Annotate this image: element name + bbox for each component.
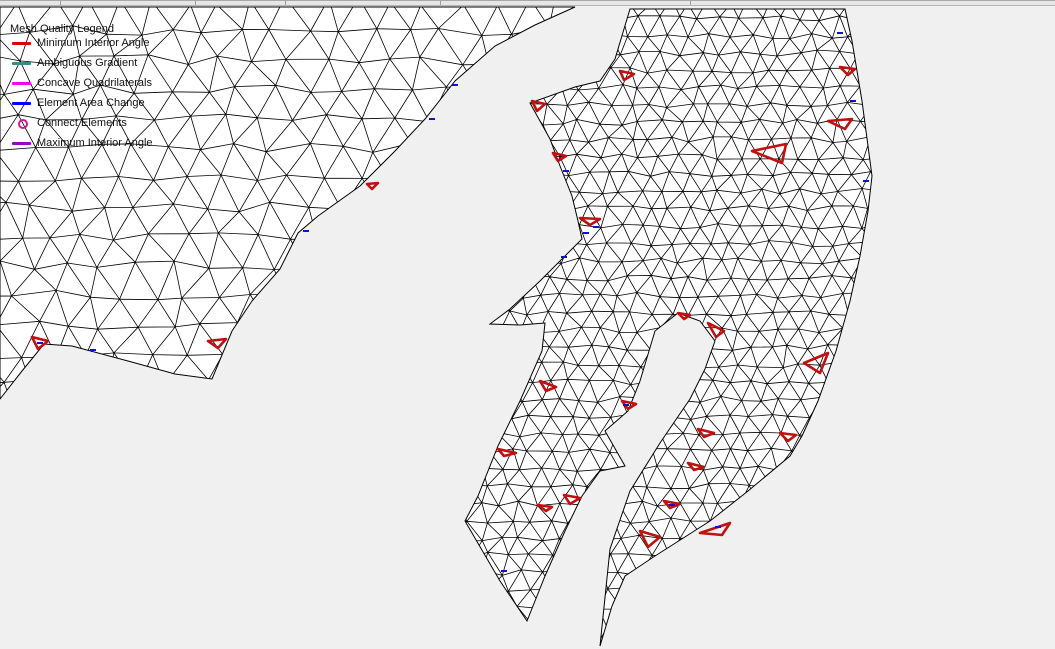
minimum-interior-angle-flag	[638, 529, 662, 549]
window-top-border	[0, 1, 1055, 6]
minimum-interior-angle-flag	[562, 493, 582, 506]
mesh-edges	[0, 7, 872, 642]
minimum-interior-angle-flag	[538, 379, 558, 393]
minimum-interior-angle-flag	[551, 151, 568, 163]
minimum-interior-angle-flag	[618, 69, 636, 82]
minimum-interior-angle-flag	[750, 142, 788, 165]
minimum-interior-angle-flag	[826, 117, 854, 131]
minimum-interior-angle-flag	[706, 321, 726, 339]
minimum-interior-angle-flag	[530, 99, 547, 113]
minimum-interior-angle-flag	[686, 461, 706, 472]
minimum-interior-angle-flag	[206, 337, 228, 350]
minimum-interior-angle-flag	[838, 65, 857, 77]
minimum-interior-angle-flag	[30, 335, 50, 351]
minimum-interior-angle-flag	[802, 351, 830, 375]
mesh-region-fills	[0, 6, 873, 647]
minimum-interior-angle-flag	[496, 447, 518, 458]
minimum-interior-angle-flag	[578, 216, 602, 227]
minimum-interior-angle-flag	[536, 503, 554, 513]
left-land-region-edges	[0, 7, 556, 399]
minimum-interior-angle-flag	[696, 427, 716, 439]
minimum-interior-angle-flag	[676, 311, 692, 321]
minimum-interior-angle-flag	[365, 181, 380, 191]
minimum-interior-angle-flag	[778, 431, 798, 443]
quality-flags	[30, 32, 869, 572]
